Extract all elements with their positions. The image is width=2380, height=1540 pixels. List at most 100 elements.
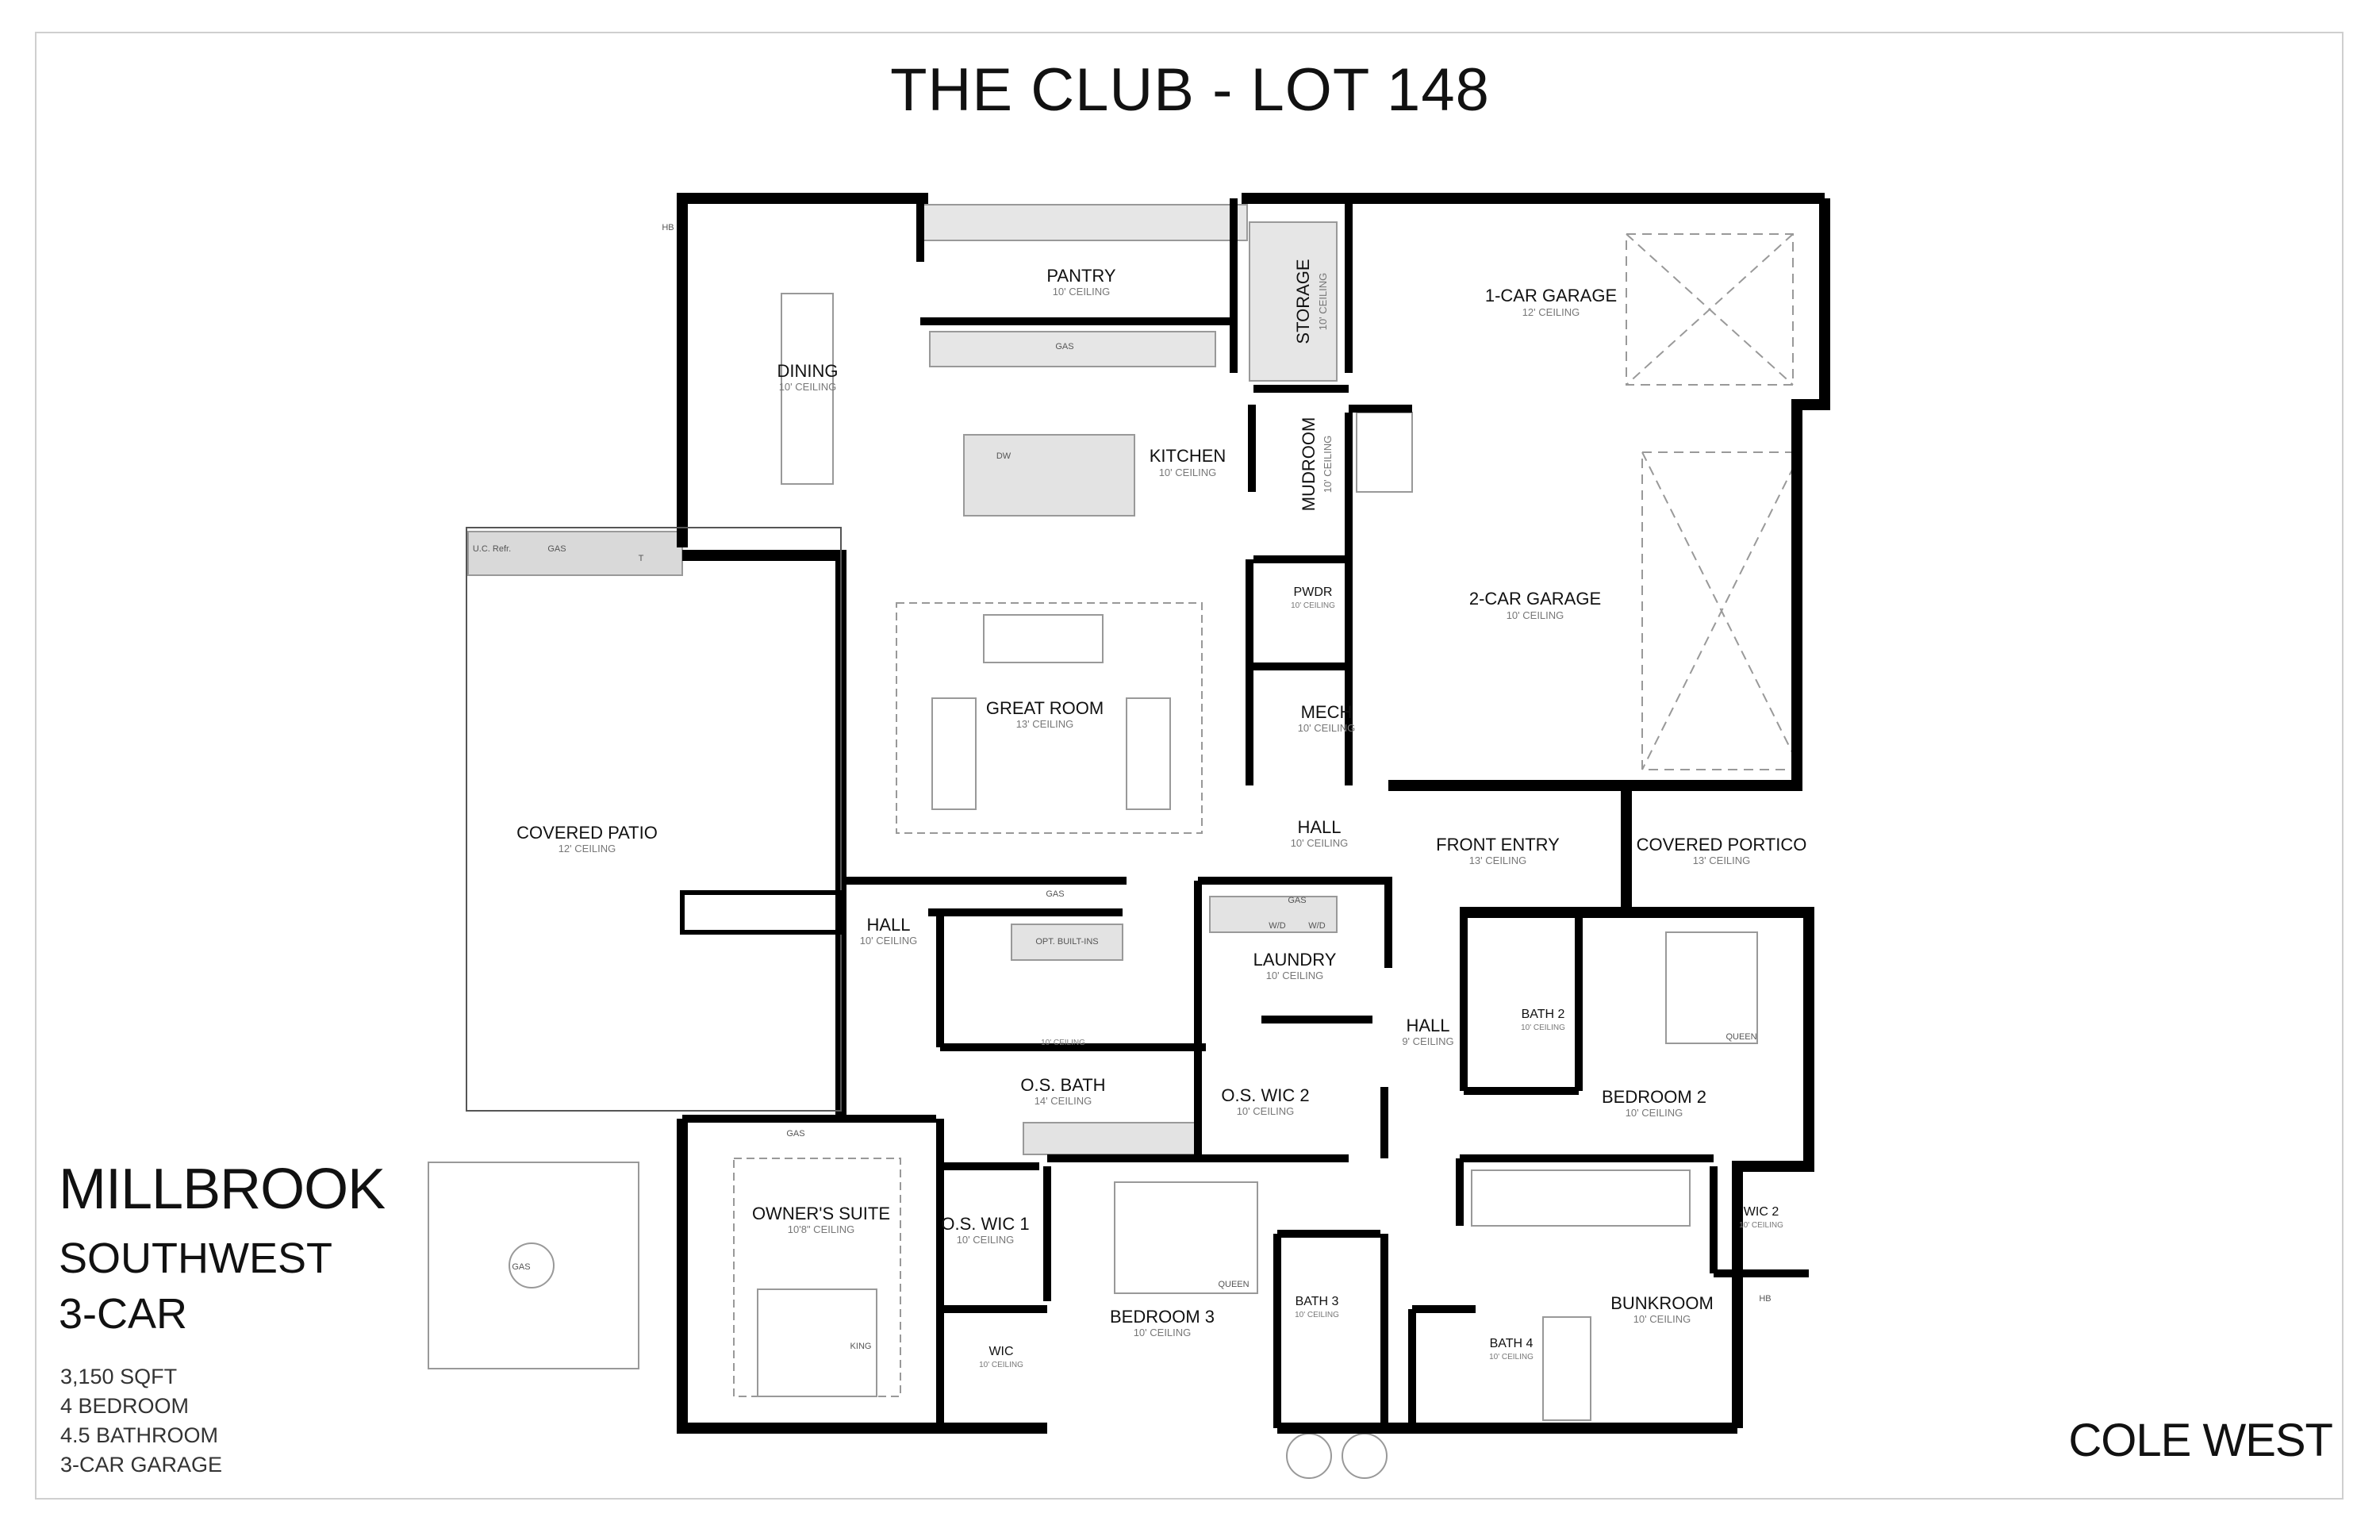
- bath3-ceiling: 10' CEILING: [1295, 1311, 1339, 1319]
- pantry-counter: [921, 204, 1248, 241]
- wd-label-1: W/D: [1269, 921, 1285, 931]
- covered-portico-name: COVERED PORTICO: [1637, 835, 1807, 854]
- spec-bathrooms: 4.5 BATHROOM: [60, 1423, 219, 1447]
- spec-sqft: 3,150 SQFT: [60, 1365, 178, 1388]
- os-wic1-ceiling: 10' CEILING: [957, 1234, 1015, 1246]
- light-fixtures: [428, 204, 1802, 1479]
- patio-t-label: T: [639, 554, 644, 563]
- east-garage-wall: [1388, 198, 1830, 791]
- kitchen-island: [963, 434, 1135, 517]
- bedroom2-bed: [1665, 931, 1758, 1044]
- bedroom2-name: BEDROOM 2: [1602, 1087, 1706, 1107]
- hall-west-name: HALL: [866, 915, 910, 935]
- garage2-diagonal-b: [1641, 451, 1802, 770]
- exterior-walls: [677, 193, 1830, 1434]
- brand-logo-text: COLE WEST: [2068, 1415, 2333, 1466]
- drawing-border: [35, 32, 2344, 1500]
- pwdr-shower: [1356, 412, 1413, 493]
- patio-outline: [466, 527, 843, 1112]
- wic-name: WIC: [988, 1345, 1013, 1358]
- covered-patio-name: COVERED PATIO: [516, 823, 658, 843]
- great-room-ceiling: 13' CEILING: [1016, 718, 1074, 730]
- os-wic2-ceiling: 10' CEILING: [1237, 1105, 1295, 1117]
- hall-east-ceiling: 9' CEILING: [1402, 1035, 1453, 1047]
- bath4-ceiling: 10' CEILING: [1489, 1353, 1534, 1361]
- great-room-name: GREAT ROOM: [986, 698, 1104, 718]
- bath2-ceiling: 10' CEILING: [1521, 1023, 1565, 1032]
- bedroom3-name: BEDROOM 3: [1110, 1307, 1215, 1327]
- gas-pad: [428, 1162, 639, 1369]
- hall-center-ceiling: 10' CEILING: [1291, 837, 1349, 849]
- bath4-name: BATH 4: [1490, 1337, 1534, 1350]
- owners-rug: [733, 1158, 901, 1397]
- pantry-ceiling: 10' CEILING: [1053, 286, 1111, 298]
- meter-gas-label: GAS: [512, 1262, 530, 1272]
- great-room-sofa-west: [931, 697, 977, 810]
- king-label: KING: [850, 1342, 872, 1351]
- laundry-counter: [1209, 896, 1338, 933]
- great-room-west-wall: [682, 550, 846, 1119]
- garage2-name: 2-CAR GARAGE: [1469, 589, 1601, 609]
- hb-south-label: HB: [1759, 1294, 1771, 1304]
- owners-suite-name: OWNER'S SUITE: [752, 1204, 890, 1223]
- os-bath-vanity: [1023, 1122, 1199, 1155]
- opt-builtins-label: OPT. BUILT-INS: [1035, 937, 1098, 947]
- mudroom-ceiling: 10' CEILING: [1322, 436, 1334, 493]
- bunkroom-name: BUNKROOM: [1610, 1293, 1714, 1313]
- southeast-wall: [1460, 907, 1814, 1428]
- owners-gas-label: GAS: [786, 1129, 804, 1139]
- wd-label-2: W/D: [1308, 921, 1325, 931]
- wic2-name: WIC 2: [1744, 1205, 1779, 1219]
- pantry-name: PANTRY: [1046, 266, 1116, 286]
- bedroom2-ceiling: 10' CEILING: [1626, 1107, 1683, 1119]
- garage2-ceiling: 10' CEILING: [1507, 609, 1564, 621]
- owners-suite-ceiling: 10'8" CEILING: [788, 1223, 854, 1235]
- hall-gas-label: GAS: [1046, 889, 1064, 899]
- room-labels: PANTRY 10' CEILING STORAGE 10' CEILING 1…: [516, 259, 1806, 1369]
- bedroom3-bed: [1114, 1181, 1258, 1294]
- os-bath-builtins: [1011, 924, 1123, 961]
- great-room-sofa-east: [1126, 697, 1171, 810]
- kitchen-back-counter: [929, 331, 1216, 367]
- owner-west-wall: [677, 1119, 1047, 1434]
- bunkroom-ceiling: 10' CEILING: [1633, 1313, 1691, 1325]
- os-bath-name: O.S. BATH: [1020, 1075, 1105, 1095]
- plan-garage-type: 3-CAR: [59, 1290, 188, 1338]
- laundry-name: LAUNDRY: [1253, 950, 1337, 970]
- laundry-ceiling: 10' CEILING: [1266, 970, 1324, 981]
- hall-east-name: HALL: [1406, 1016, 1449, 1035]
- wic-ceiling: 10' CEILING: [979, 1361, 1023, 1369]
- wic2-ceiling: 10' CEILING: [1739, 1221, 1783, 1230]
- spec-bedrooms: 4 BEDROOM: [60, 1394, 190, 1418]
- storage-ceiling: 10' CEILING: [1317, 273, 1329, 331]
- exterior-ac-unit-1: [1286, 1433, 1332, 1479]
- os-bath-ceiling: 14' CEILING: [1035, 1095, 1092, 1107]
- dining-ceiling: 10' CEILING: [779, 381, 837, 393]
- hall-center-name: HALL: [1297, 817, 1341, 837]
- storage-shelving: [1249, 221, 1338, 382]
- kitchen-gas-label: GAS: [1055, 342, 1073, 351]
- dining-table: [781, 293, 834, 485]
- front-entry-name: FRONT ENTRY: [1436, 835, 1560, 854]
- gas-meter: [509, 1242, 555, 1288]
- os-bath-shower-ceiling: 10' CEILING: [1041, 1039, 1085, 1047]
- mudroom-name: MUDROOM: [1299, 417, 1319, 512]
- patio-slab: [466, 527, 842, 1112]
- storage-name: STORAGE: [1293, 259, 1313, 344]
- covered-portico-ceiling: 13' CEILING: [1693, 854, 1751, 866]
- dining-name: DINING: [777, 361, 839, 381]
- bedroom3-ceiling: 10' CEILING: [1134, 1327, 1192, 1338]
- queen-label-bedroom2: QUEEN: [1726, 1032, 1756, 1042]
- garage1-diagonal-b: [1626, 233, 1794, 386]
- bath3-name: BATH 3: [1296, 1295, 1339, 1308]
- mech-ceiling: 10' CEILING: [1298, 722, 1356, 734]
- pwdr-ceiling: 10' CEILING: [1291, 601, 1335, 610]
- plan-orientation: SOUTHWEST: [59, 1235, 332, 1282]
- queen-label-bedroom3: QUEEN: [1218, 1280, 1249, 1289]
- os-wic1-name: O.S. WIC 1: [941, 1214, 1029, 1234]
- bunkroom-closets: [1471, 1169, 1691, 1227]
- north-wall: [677, 193, 928, 547]
- garage1-ceiling: 12' CEILING: [1522, 306, 1580, 318]
- pwdr-name: PWDR: [1294, 586, 1333, 599]
